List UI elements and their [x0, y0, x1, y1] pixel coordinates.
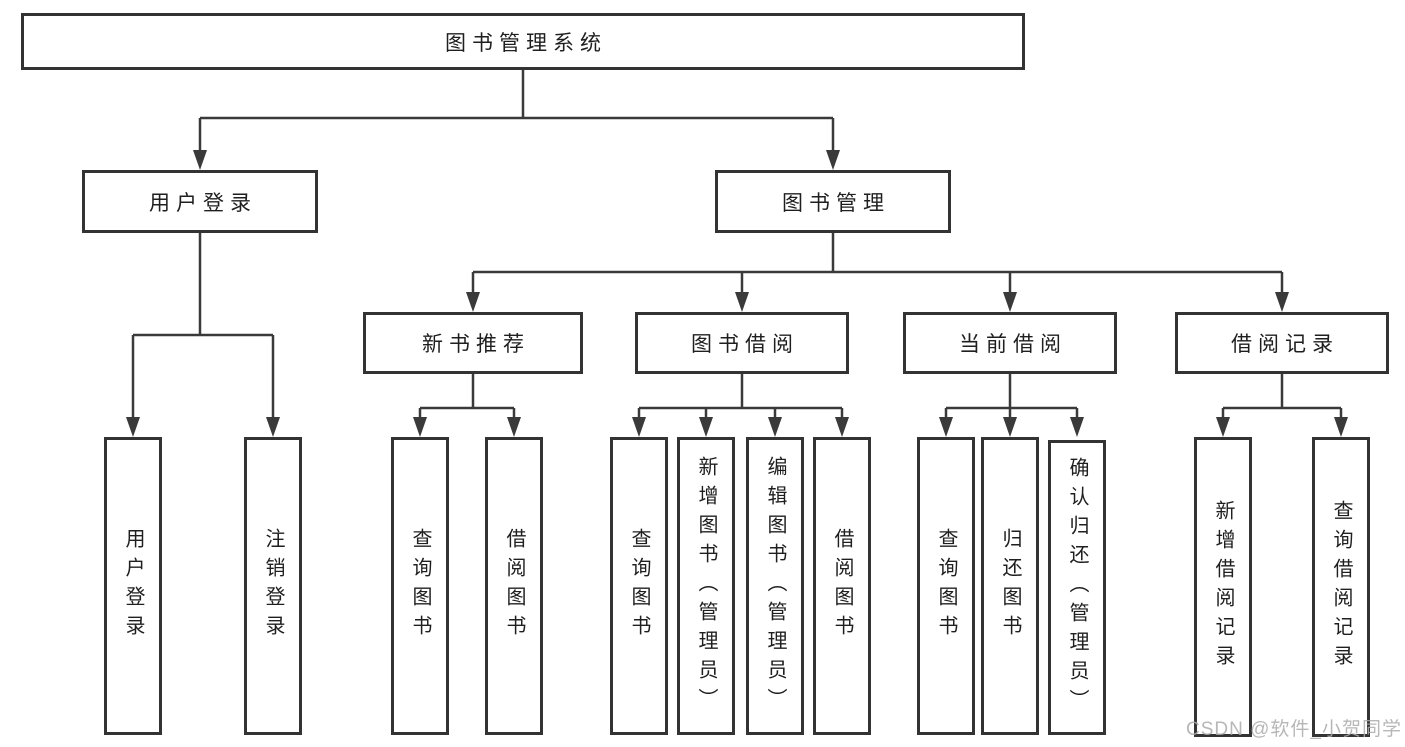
- edge-borrow-record-to-leaves: [1216, 374, 1348, 437]
- edge-current-borrow-to-leaves: [939, 374, 1084, 437]
- leaf-current-query-book-label: 查询图书: [935, 528, 957, 644]
- leaf-query-borrow-record-label: 查询借阅记录: [1330, 500, 1352, 674]
- leaf-edit-book-admin-label: 编辑图书（管理员）: [764, 455, 786, 717]
- leaf-current-query-book: 查询图书: [917, 437, 975, 735]
- node-root: 图书管理系统: [21, 13, 1025, 70]
- leaf-add-borrow-record: 新增借阅记录: [1194, 437, 1252, 737]
- leaf-recommend-borrow-book: 借阅图书: [485, 437, 543, 735]
- node-new-book-recommend: 新书推荐: [363, 312, 583, 374]
- leaf-add-borrow-record-label: 新增借阅记录: [1212, 500, 1234, 674]
- leaf-recommend-query-book-label: 查询图书: [409, 528, 431, 644]
- node-current-borrow: 当前借阅: [903, 312, 1117, 374]
- leaf-return-book-label: 归还图书: [999, 528, 1021, 644]
- leaf-recommend-borrow-book-label: 借阅图书: [503, 528, 525, 644]
- leaf-return-book: 归还图书: [981, 437, 1039, 735]
- leaf-borrow-book-label: 借阅图书: [831, 528, 853, 644]
- leaf-logout: 注销登录: [244, 437, 302, 735]
- leaf-logout-label: 注销登录: [262, 528, 284, 644]
- node-root-label: 图书管理系统: [445, 31, 607, 55]
- watermark-text: CSDN @软件_小贺同学: [1186, 719, 1402, 740]
- leaf-user-login-label: 用户登录: [122, 528, 144, 644]
- leaf-user-login: 用户登录: [104, 437, 162, 735]
- node-user-login-label: 用户登录: [149, 191, 257, 215]
- node-current-borrow-label: 当前借阅: [959, 333, 1067, 356]
- node-book-management: 图书管理: [715, 170, 951, 233]
- edge-user-login-to-leaves: [126, 233, 280, 437]
- leaf-edit-book-admin: 编辑图书（管理员）: [746, 437, 804, 735]
- leaf-recommend-query-book: 查询图书: [391, 437, 449, 735]
- node-book-management-label: 图书管理: [782, 191, 890, 215]
- leaf-confirm-return-admin-label: 确认归还（管理员）: [1066, 457, 1088, 718]
- edge-root-to-level2: [193, 70, 840, 170]
- leaf-borrow-book: 借阅图书: [813, 437, 871, 735]
- node-new-book-recommend-label: 新书推荐: [422, 333, 530, 356]
- node-borrow-record-label: 借阅记录: [1231, 333, 1339, 356]
- edge-book-borrow-to-leaves: [632, 374, 849, 437]
- node-book-borrow: 图书借阅: [635, 312, 849, 374]
- node-user-login: 用户登录: [82, 170, 318, 233]
- edge-new-book-recommend-to-leaves: [413, 374, 521, 437]
- leaf-add-book-admin-label: 新增图书（管理员）: [695, 455, 717, 717]
- leaf-borrow-query-book: 查询图书: [610, 437, 668, 735]
- node-book-borrow-label: 图书借阅: [691, 333, 799, 356]
- edge-book-mgmt-to-level3: [466, 233, 1289, 312]
- node-borrow-record: 借阅记录: [1175, 312, 1389, 374]
- leaf-borrow-query-book-label: 查询图书: [628, 528, 650, 644]
- leaf-confirm-return-admin: 确认归还（管理员）: [1048, 440, 1106, 735]
- leaf-add-book-admin: 新增图书（管理员）: [677, 437, 735, 735]
- leaf-query-borrow-record: 查询借阅记录: [1312, 437, 1370, 737]
